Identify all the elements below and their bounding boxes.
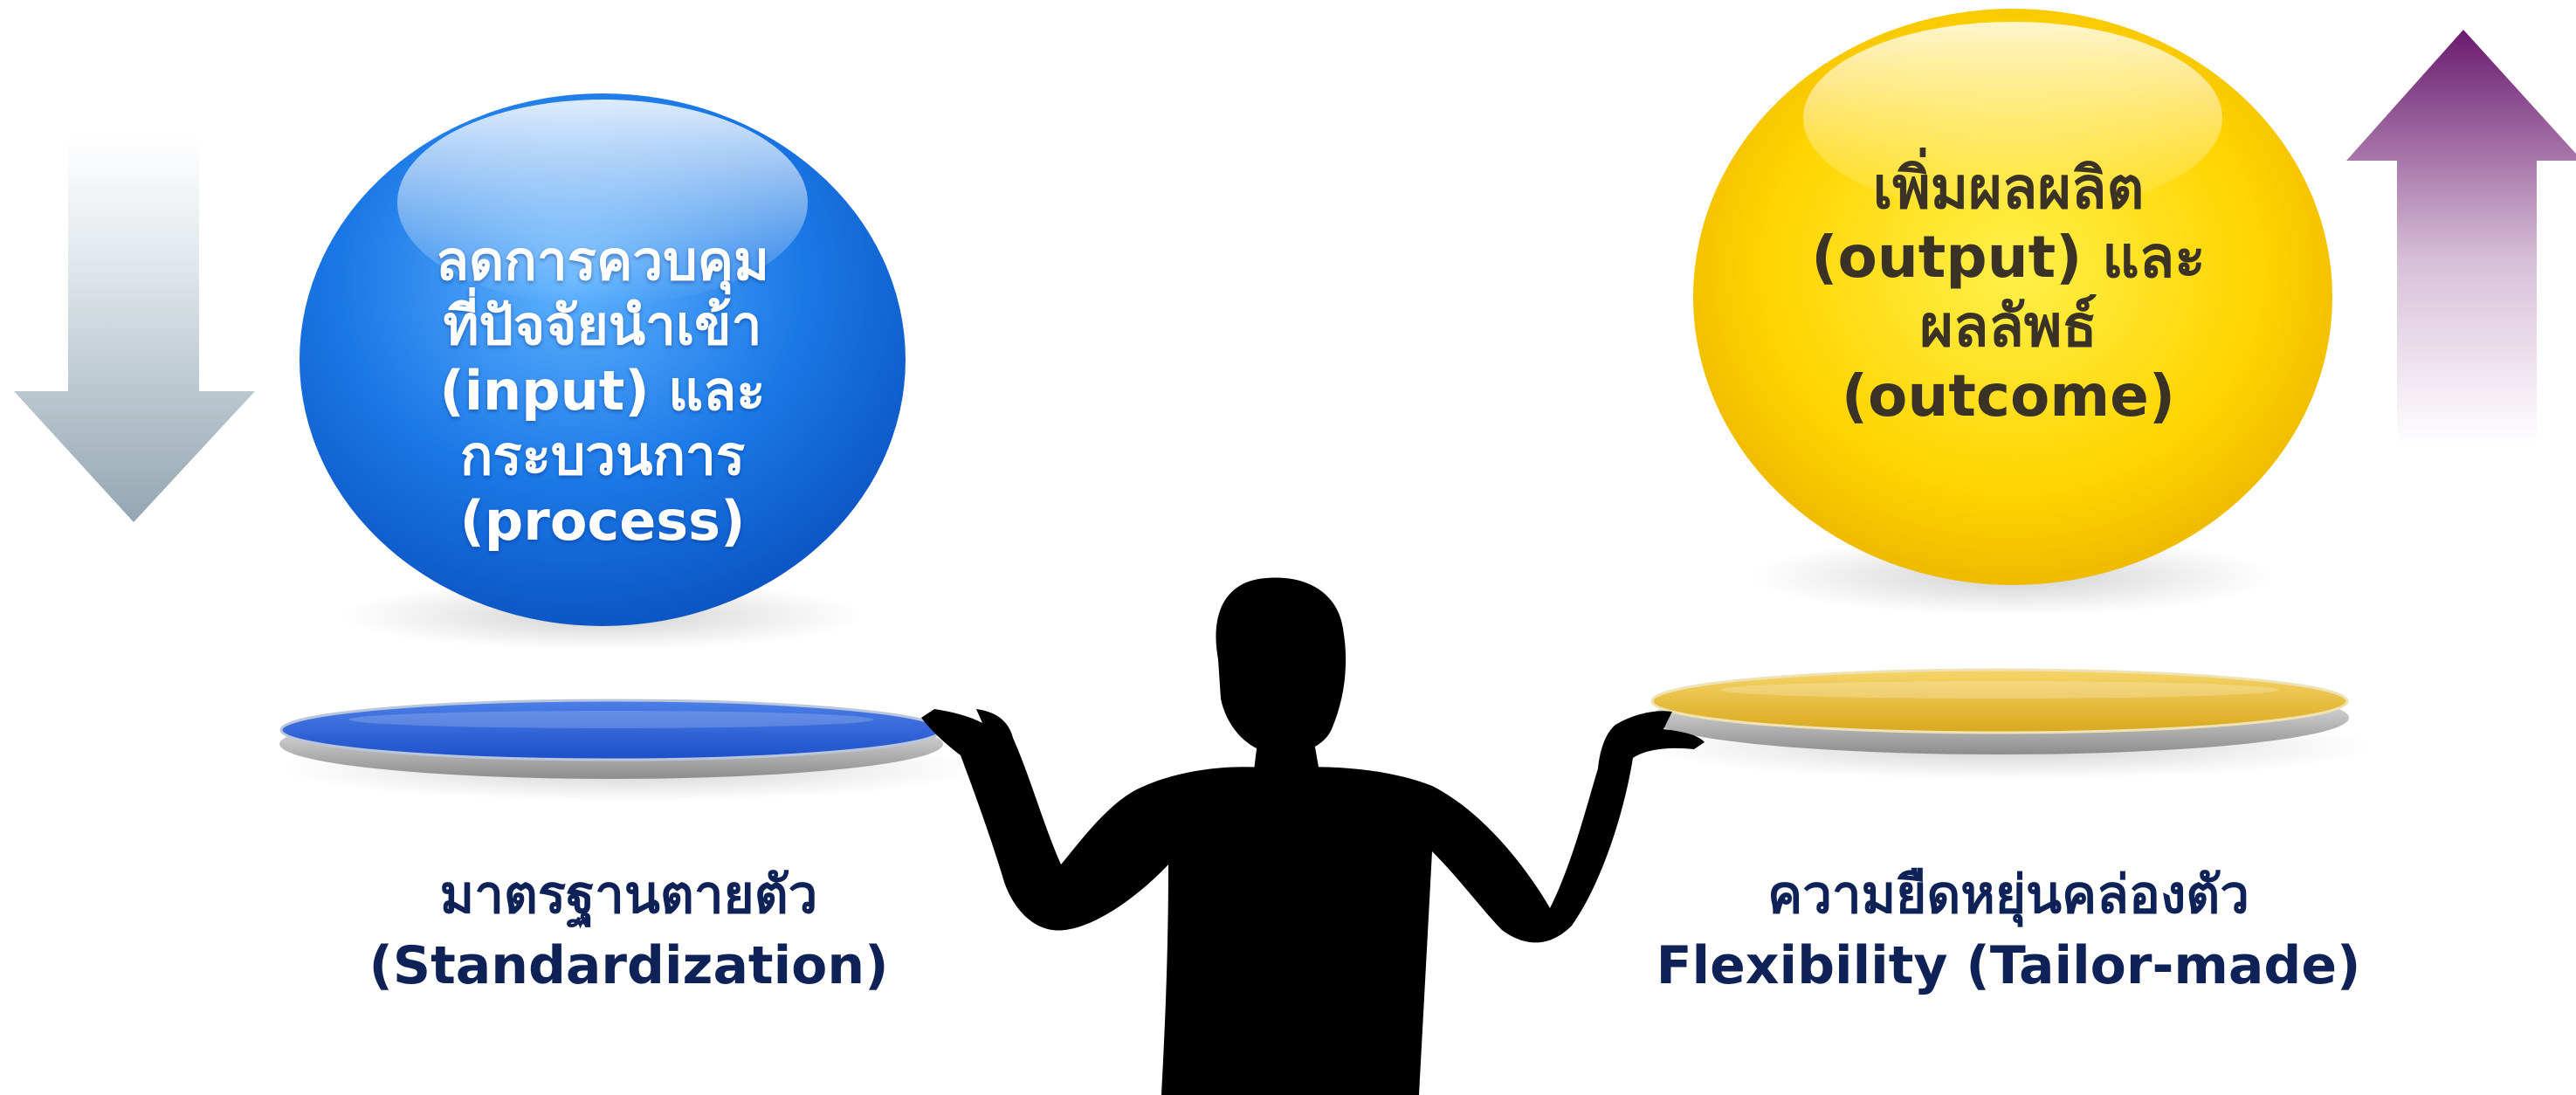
- blue-ball-text: ลดการควบคุม ที่ปัจจัยนำเข้า (input) และ …: [306, 229, 899, 554]
- right-caption: ความยืดหยุ่นคล่องตัว Flexibility (Tailor…: [1467, 860, 2550, 1002]
- yellow-ball-line-3: ผลลัพธ์: [1919, 293, 2097, 361]
- right-caption-thai: ความยืดหยุ่นคล่องตัว: [1767, 864, 2249, 926]
- blue-ball-line-1: ลดการควบคุม: [436, 229, 769, 293]
- blue-plate: [279, 699, 978, 802]
- person-silhouette: [921, 577, 1705, 1095]
- blue-ball-line-5: (process): [459, 488, 746, 553]
- blue-ball-line-2: ที่ปัจจัยนำเข้า: [443, 293, 762, 358]
- blue-ball-line-3: (input) และ: [439, 358, 766, 423]
- yellow-ball-line-4: (outcome): [1841, 362, 2176, 430]
- yellow-ball-line-2: (output) และ: [1811, 224, 2206, 292]
- blue-ball: [300, 93, 906, 651]
- gold-plate: [1642, 668, 2375, 780]
- yellow-ball: [1693, 9, 2332, 616]
- blue-ball-line-4: กระบวนการ: [459, 424, 746, 488]
- yellow-ball-text: เพิ่มผลผลิต (output) และ ผลลัพธ์ (outcom…: [1712, 154, 2305, 430]
- arrow-down-icon: [14, 135, 255, 522]
- left-caption-english: (Standardization): [368, 935, 889, 996]
- left-caption-thai: มาตรฐานตายตัว: [439, 864, 818, 926]
- right-caption-english: Flexibility (Tailor-made): [1656, 935, 2361, 996]
- left-caption: มาตรฐานตายตัว (Standardization): [262, 860, 995, 1002]
- yellow-ball-line-1: เพิ่มผลผลิต: [1872, 155, 2145, 222]
- arrow-up-icon: [2346, 30, 2576, 447]
